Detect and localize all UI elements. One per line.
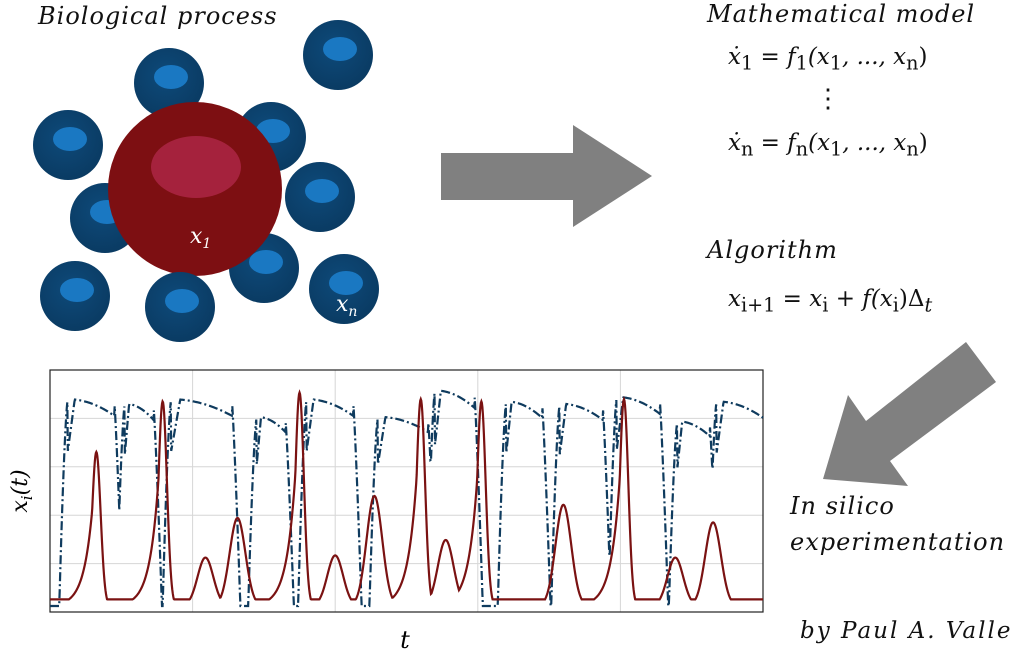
mathematical-model-title: Mathematical model	[707, 0, 976, 28]
x-axis-label: t	[400, 626, 410, 650]
small-cell-nucleus	[165, 289, 199, 313]
small-cell-nucleus	[249, 250, 283, 274]
small-cell-nucleus	[305, 179, 339, 203]
biological-process-title: Biological process	[38, 2, 278, 30]
plot-frame	[49, 369, 764, 613]
small-cell-nucleus	[323, 37, 357, 61]
in-silico-line-1: In silico	[790, 492, 895, 520]
small-cell-nucleus	[53, 127, 87, 151]
algorithm-title: Algorithm	[707, 236, 838, 264]
series-dash-dot-line	[50, 389, 764, 608]
author-credit: by Paul A. Valle	[800, 618, 1013, 644]
model-equation-n: ẋn = fn(x1, ..., xn)	[728, 130, 928, 161]
right-arrow	[441, 125, 652, 227]
model-equation-1: ẋ1 = f1(x1, ..., xn)	[728, 44, 928, 75]
model-vertical-dots: ⋮	[815, 84, 841, 114]
y-axis-label: xi(t)	[8, 469, 36, 512]
in-silico-line-2: experimentation	[790, 528, 1006, 556]
large-cell-nucleus	[151, 136, 241, 198]
small-cell-nucleus	[329, 271, 363, 295]
series-solid-line	[50, 389, 763, 601]
small-cell-nucleus	[60, 278, 94, 302]
small-cell-label-sub: n	[348, 304, 357, 320]
down-left-arrow	[823, 342, 996, 486]
algorithm-equation: xi+1 = xi + f(xi)Δt	[728, 286, 933, 317]
small-cell-nucleus	[154, 65, 188, 89]
large-cell-label-sub: 1	[202, 236, 211, 252]
